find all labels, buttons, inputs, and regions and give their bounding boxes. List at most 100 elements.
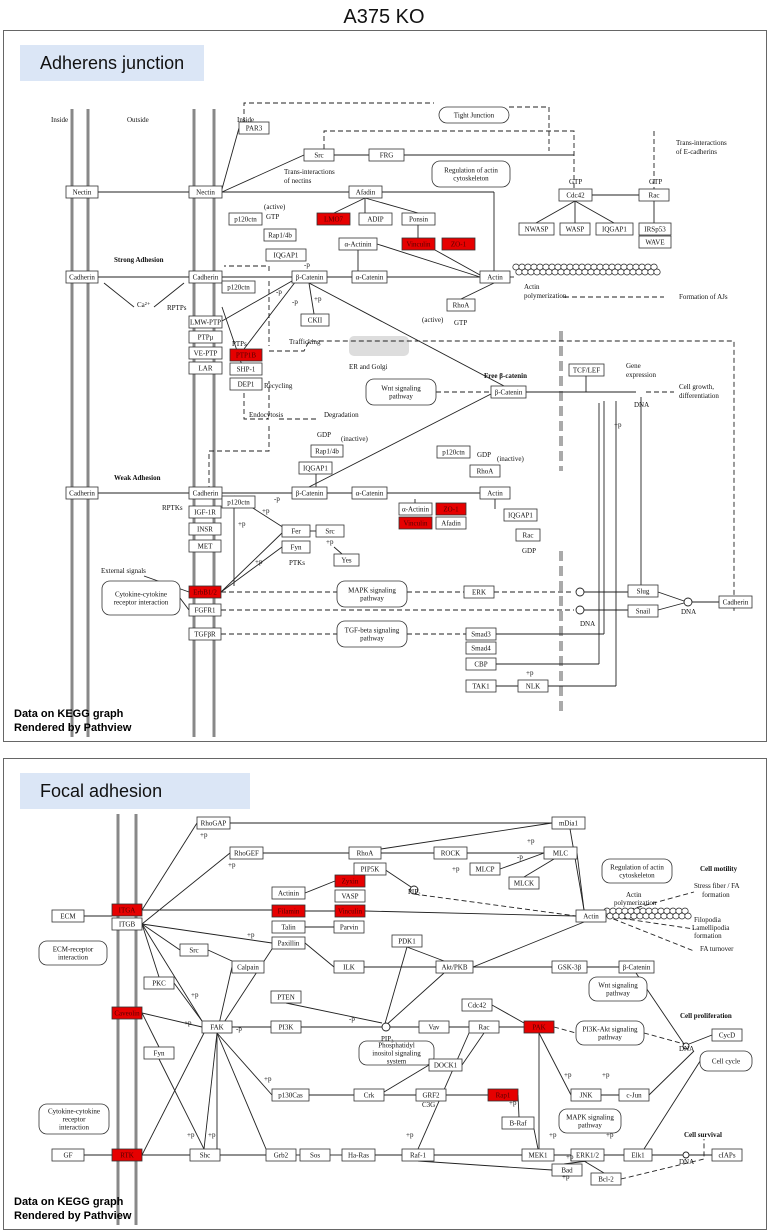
node-label: Fyn <box>154 1050 165 1058</box>
annotation-label: Outside <box>127 116 149 124</box>
node-label: Grb2 <box>274 1152 289 1160</box>
node-nlk: NLK <box>517 679 549 693</box>
node-label: MAPK signaling <box>348 587 396 595</box>
annotation-label: +p <box>406 1131 414 1139</box>
node-ponsin: Ponsin <box>401 212 436 226</box>
annotation-label: +p <box>264 1075 272 1083</box>
node-fer: Fer <box>281 524 311 538</box>
node-tgfbr: TGFβR <box>188 627 222 641</box>
node-ilk: ILK <box>333 960 365 974</box>
node-mlcp: MLCP <box>469 862 501 876</box>
node-label: SHP-1 <box>237 366 256 374</box>
annotation-label: Weak Adhesion <box>114 474 161 482</box>
node-bcatenin2: β-Catenin <box>490 385 527 399</box>
node-braf2: Rap1 <box>487 1088 519 1102</box>
node-label: ERK1/2 <box>576 1152 599 1160</box>
annotation-label: RPTPs <box>167 304 187 312</box>
annotation-label: (inactive) <box>341 435 368 443</box>
annotation-label: -p <box>304 261 310 269</box>
node-erk12: ERK1/2 <box>570 1148 605 1162</box>
node-frg: FRG <box>368 148 405 162</box>
node-label: interaction <box>58 954 88 962</box>
node-dock1: DOCK1 <box>428 1058 463 1072</box>
node-lmo7: LMO7 <box>316 212 351 226</box>
node-label: inositol signaling <box>372 1050 421 1058</box>
annotation-label: Endocytosis <box>249 411 283 419</box>
node-label: p130Cas <box>278 1092 303 1100</box>
node-aactinin1: α-Actinin <box>338 237 378 251</box>
node-itgb: ITGB <box>111 917 143 931</box>
node-label: MLCK <box>514 880 534 888</box>
annotation-label: +p <box>326 538 334 546</box>
node-vinculin3: Vinculin <box>334 904 366 918</box>
node-iqgap1c: IQGAP1 <box>298 461 333 475</box>
node-grf2: GRF2 <box>415 1088 447 1102</box>
node-label: β-Catenin <box>296 274 324 282</box>
node-label: WASP <box>566 226 585 234</box>
node-cadherin4: Cadherin <box>188 486 223 500</box>
node-iqgap1d: IQGAP1 <box>503 508 538 522</box>
node-gsk3b: GSK-3β <box>551 960 588 974</box>
node-label: Cadherin <box>193 490 219 498</box>
annotation-label: +p <box>566 1153 574 1161</box>
node-tight: Tight Junction <box>438 106 510 124</box>
node-label: Yes <box>341 557 351 565</box>
node-label: MAPK signaling <box>566 1114 614 1122</box>
node-label: CycD <box>719 1032 735 1040</box>
node-fyn2: Fyn <box>143 1046 175 1060</box>
node-label: Actin <box>487 490 503 498</box>
panel-title: Adherens junction <box>20 45 205 81</box>
annotation-label: Strong Adhesion <box>114 256 164 264</box>
annotation-label: +p <box>200 831 208 839</box>
annotation-label: Trafficking <box>289 338 321 346</box>
node-label: pathway <box>598 1034 622 1042</box>
node-mlck: MLCK <box>508 876 540 890</box>
node-ptp1b: PTP1B <box>229 348 263 362</box>
node-label: PTP1B <box>236 352 257 360</box>
node-label: PTEN <box>277 994 295 1002</box>
annotation-label: +p <box>562 1173 570 1181</box>
node-met: MET <box>188 539 222 553</box>
annotation-label: differentiation <box>679 392 719 400</box>
node-label: Regulation of actin <box>610 864 664 872</box>
annotation-label: Cell proliferation <box>680 1012 732 1020</box>
node-label: Afadin <box>441 520 461 528</box>
node-label: Rac <box>479 1024 490 1032</box>
annotation-label: (active) <box>422 316 444 324</box>
node-pdk1: PDK1 <box>391 934 423 948</box>
annotation-label: formation <box>702 891 730 899</box>
node-tcflef: TCF/LEF <box>568 363 605 377</box>
node-label: RTK <box>120 1152 134 1160</box>
annotation-label: DNA <box>679 1045 694 1053</box>
node-label: Wnt signaling <box>598 982 638 990</box>
node-yes: Yes <box>333 553 360 567</box>
node-label: LMO7 <box>324 216 344 224</box>
annotation-label: +p <box>509 1099 517 1107</box>
annotation-label: ER and Golgi <box>349 363 388 371</box>
node-vasp: VASP <box>334 889 366 903</box>
annotation-label: Gene <box>626 362 641 370</box>
annotation-label: DNA <box>580 620 595 628</box>
node-label: IGF-1R <box>194 509 216 517</box>
annotation-label: +p <box>228 861 236 869</box>
annotation-label: +p <box>614 421 622 429</box>
annotation-label: RPTKs <box>162 504 183 512</box>
node-label: TGFβR <box>194 631 216 639</box>
node-label: α-Catenin <box>356 274 384 282</box>
annotation-label: PIP₃ <box>381 1035 394 1043</box>
node-label: Actin <box>487 274 503 282</box>
node-label: WAVE <box>645 239 664 247</box>
node-label: Caveolin <box>114 1010 140 1018</box>
node-wasp: WASP <box>559 222 591 236</box>
edges <box>98 102 735 687</box>
node-cdc42b: Cdc42 <box>461 998 493 1012</box>
node-label: TCF/LEF <box>573 367 600 375</box>
membranes <box>70 109 216 737</box>
node-label: PAK <box>532 1024 545 1032</box>
node-label: FRG <box>380 152 394 160</box>
node-label: Rap1/4b <box>315 448 339 456</box>
annotation-label: -p <box>349 1015 355 1023</box>
